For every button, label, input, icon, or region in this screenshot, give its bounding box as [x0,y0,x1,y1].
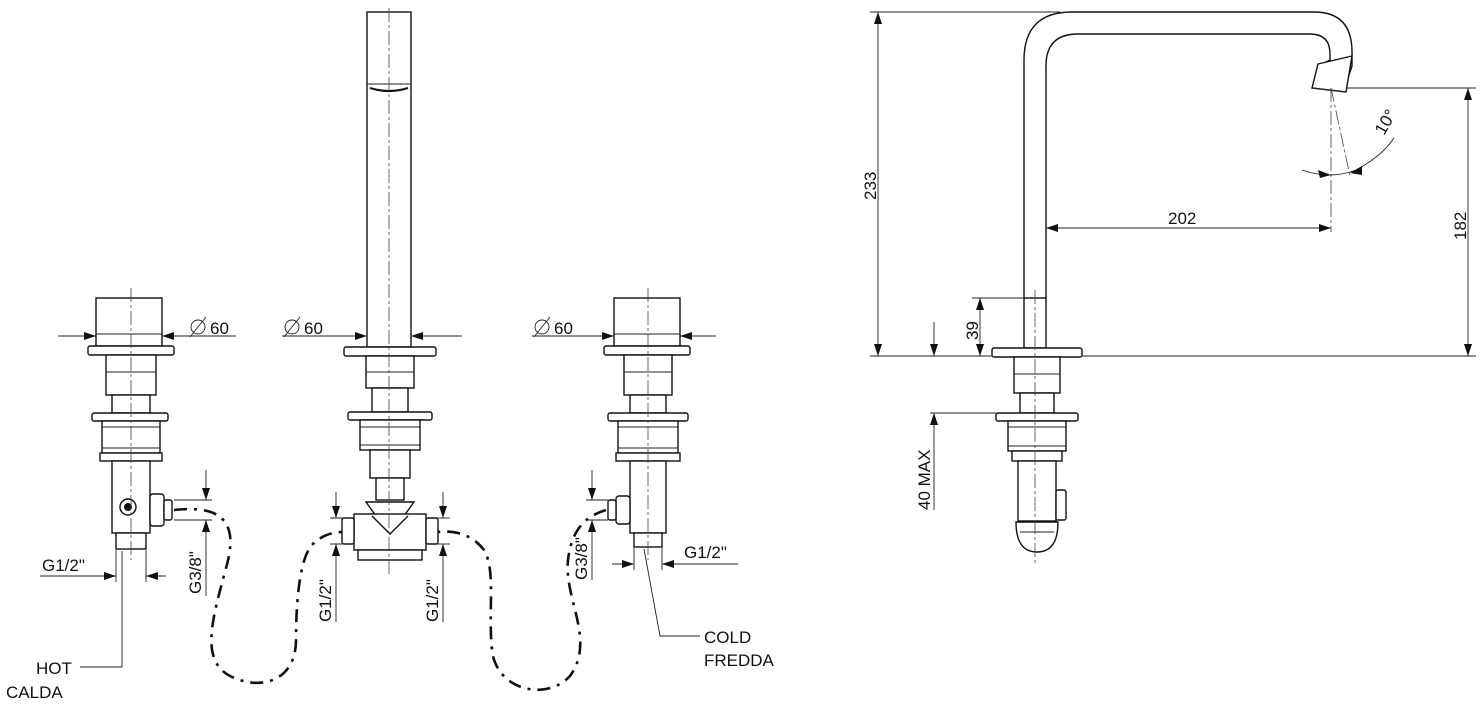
thread-dim-left-g12: G1/2" [40,550,166,582]
dimension-label-39: 39 [963,321,982,340]
thread-dim-right-g12: G1/2" [612,543,738,570]
side-view-spout [991,11,1353,565]
thread-label-left-g38: G3/8" [186,551,205,594]
dimension-label-40-max: 40 MAX [915,450,934,510]
hot-leader: HOT CALDA [6,551,123,702]
hot-flex-hose [173,507,343,685]
center-spout [341,8,439,575]
thread-dim-right-g38: G3/8" [572,470,608,580]
thread-dim-tee-left: G1/2" [316,492,350,622]
diameter-label-left: 60 [210,319,229,338]
hot-label-it: CALDA [6,683,63,702]
angle-label-10: 10° [1371,106,1400,138]
thread-dim-left-g38: G3/8" [174,470,212,596]
thread-label-tee-right: G1/2" [423,579,442,622]
hot-label-en: HOT [36,659,72,678]
cold-valve [603,288,691,560]
angle-10-degrees: 10° [1301,106,1400,178]
cold-leader: COLD FREDDA [643,548,775,670]
diameter-dim-center: 60 [282,316,462,340]
thread-label-right-g12: G1/2" [684,543,727,562]
hot-valve [87,288,175,560]
dimension-182: 182 [1082,87,1476,357]
thread-label-left-g12: G1/2" [42,556,85,575]
thread-label-right-g38: G3/8" [572,537,591,580]
dimension-39: 39 [963,297,1024,356]
cold-label-en: COLD [704,628,751,647]
diameter-dim-left: 60 [58,316,236,340]
dimension-233: 233 [861,11,1060,357]
diameter-label-center: 60 [304,319,323,338]
cold-label-it: FREDDA [704,651,775,670]
dimension-label-202: 202 [1168,209,1196,228]
diameter-dim-right: 60 [532,316,716,340]
dimension-label-233: 233 [861,172,880,200]
dimension-label-182: 182 [1451,212,1470,240]
dimension-40-max: 40 MAX [915,322,996,510]
thread-dim-tee-right: G1/2" [423,492,450,622]
thread-label-tee-left: G1/2" [316,579,335,622]
dimension-202: 202 [1046,209,1331,232]
cold-flex-hose [437,508,607,692]
diameter-label-right: 60 [554,319,573,338]
